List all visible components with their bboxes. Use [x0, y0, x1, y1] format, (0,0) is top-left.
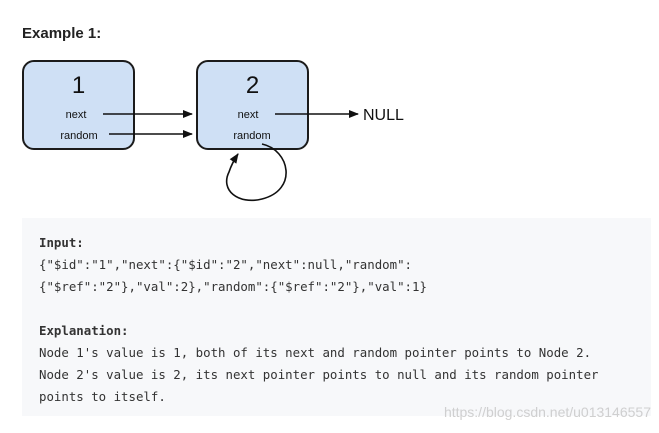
null-label: NULL [363, 107, 404, 124]
input-line: {"$ref":"2"},"val":2},"random":{"$ref":"… [39, 279, 427, 294]
node-1-next-label: next [66, 109, 87, 121]
node-1-box [22, 60, 135, 150]
node-2-random-label: random [233, 130, 270, 142]
input-label: Input: [39, 235, 84, 250]
example-code-block: Input: {"$id":"1","next":{"$id":"2","nex… [22, 218, 651, 416]
linked-list-diagram: 1 next random 2 next random NULL [22, 60, 404, 202]
node-2-random-self-arrow [225, 143, 287, 202]
node-2-next-label: next [238, 109, 259, 121]
code-spacer [39, 298, 651, 320]
explanation-line: Node 1's value is 1, both of its next an… [39, 345, 592, 360]
node-1-value: 1 [72, 72, 85, 99]
node-2-value: 2 [246, 72, 259, 99]
explanation-line: Node 2's value is 2, its next pointer po… [39, 367, 599, 382]
watermark-text: https://blog.csdn.net/u013146557 [443, 404, 651, 420]
explanation-label: Explanation: [39, 323, 129, 338]
node-1-random-label: random [60, 130, 97, 142]
input-line: {"$id":"1","next":{"$id":"2","next":null… [39, 257, 412, 272]
example-heading: Example 1: [22, 25, 102, 42]
explanation-line: points to itself. [39, 389, 166, 404]
node-2-box [196, 60, 309, 150]
